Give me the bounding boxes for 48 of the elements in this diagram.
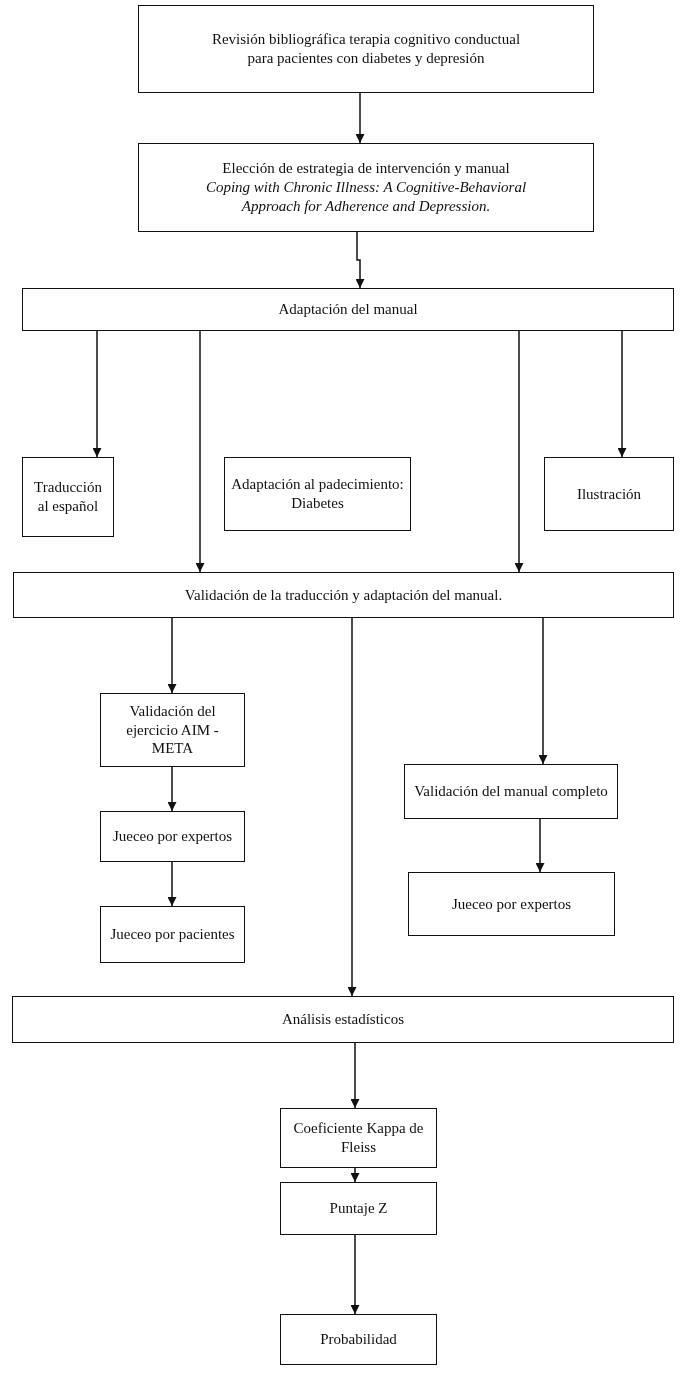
process-box (544, 457, 674, 531)
arrow (195, 330, 205, 573)
box-label: Revisión bibliográfica terapia cognitivo conductual para pacientes con diabetes y depresión (210, 30, 522, 68)
process-box (404, 764, 618, 819)
process-box (224, 457, 411, 531)
box-label: Validación del manual completo (414, 782, 608, 801)
arrow (350, 1167, 360, 1183)
process-box (280, 1314, 437, 1365)
arrow (92, 330, 102, 458)
box-label: Validación del ejercicio AIM - META (125, 701, 220, 759)
box-label: Elección de estrategia de intervención y manual (222, 159, 510, 179)
process-box (280, 1182, 437, 1235)
box-label: Adaptación del manual (278, 300, 418, 319)
process-box (22, 288, 674, 331)
process-box (138, 5, 594, 93)
box-label: Coping with Chronic Illness: A Cognitive-Behavioral Approach for Adherence and Depression. (204, 178, 528, 216)
arrow (538, 617, 548, 765)
process-box (408, 872, 615, 936)
process-box (12, 996, 674, 1043)
arrow (355, 92, 365, 144)
process-box (138, 143, 594, 232)
box-label: Análisis estadísticos (281, 1010, 405, 1029)
arrow (355, 231, 365, 289)
process-box (22, 457, 114, 537)
box-label: Coeficiente Kappa de Fleiss (292, 1119, 425, 1157)
arrow (167, 766, 177, 812)
box-label: Jueceo por expertos (112, 827, 233, 846)
arrow (617, 330, 627, 458)
arrow (350, 1234, 360, 1315)
process-box (280, 1108, 437, 1168)
process-box (100, 811, 245, 862)
box-label: Adaptación al padecimiento: Diabetes (231, 475, 404, 513)
box-label: Ilustración (576, 484, 642, 504)
box-label: Jueceo por pacientes (110, 925, 235, 944)
box-label: Validación de la traducción y adaptación del manual. (184, 585, 503, 605)
arrow (167, 617, 177, 694)
arrow (535, 818, 545, 873)
process-box (100, 906, 245, 963)
arrow (350, 1042, 360, 1109)
process-box (13, 572, 674, 618)
box-label: Puntaje Z (329, 1199, 388, 1218)
arrow (347, 617, 357, 997)
arrow (514, 330, 524, 573)
process-box (100, 693, 245, 767)
box-label: Traducción al español (33, 478, 103, 516)
arrow (167, 861, 177, 907)
box-label: Probabilidad (320, 1330, 397, 1349)
box-label: Jueceo por expertos (451, 894, 572, 914)
